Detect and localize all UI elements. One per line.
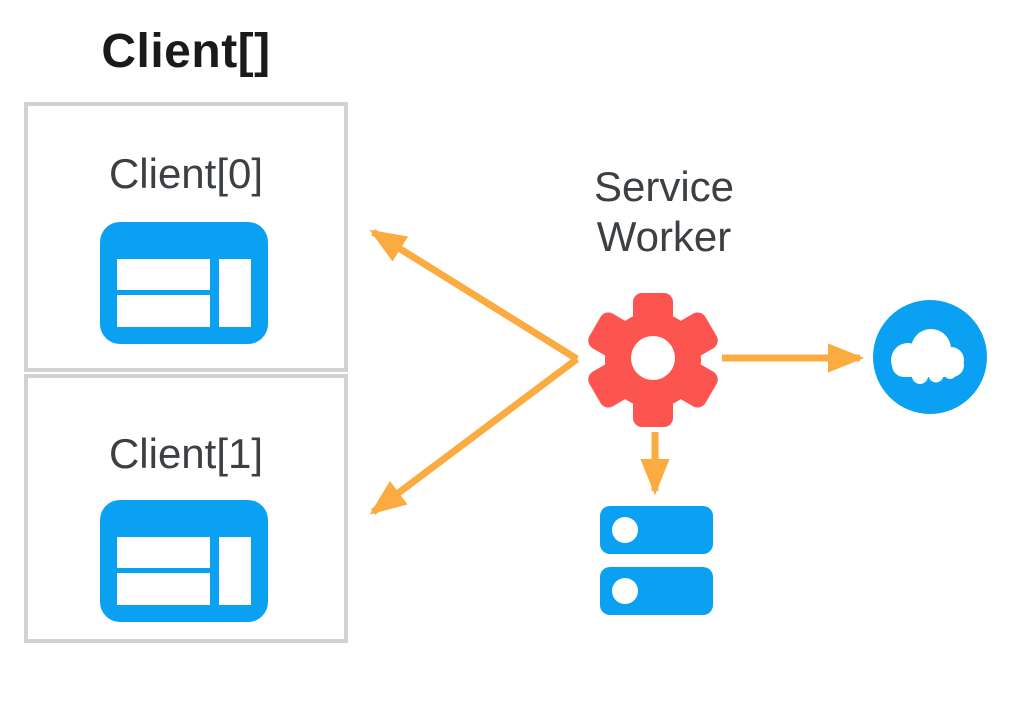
- server-indicator-dot: [612, 517, 638, 543]
- gear-icon: [588, 293, 718, 427]
- browser-sidebar-bar: [219, 537, 251, 605]
- browser-content-bar-top: [117, 537, 210, 568]
- service-worker-label: Service Worker: [564, 162, 764, 262]
- browser-content-bar-top: [117, 259, 210, 290]
- client-1-box: Client[1]: [24, 374, 348, 643]
- browser-content-bar-bottom: [117, 573, 210, 605]
- client-0-label: Client[0]: [108, 150, 264, 197]
- server-unit: [600, 506, 713, 554]
- cloud-icon: [873, 300, 987, 414]
- browser-sidebar-bar: [219, 259, 251, 327]
- browser-window-icon: [100, 500, 268, 622]
- server-indicator-dot: [612, 578, 638, 604]
- browser-content-bar-bottom: [117, 295, 210, 327]
- server-stack-icon: [600, 506, 713, 628]
- service-worker-label-line2: Worker: [596, 213, 732, 260]
- diagram-title: Client[]: [101, 25, 271, 78]
- server-unit: [600, 567, 713, 615]
- service-worker-label-line1: Service: [593, 163, 735, 210]
- browser-window-icon: [100, 222, 268, 344]
- client-0-box: Client[0]: [24, 102, 348, 372]
- gear-to-client0-arrow: [369, 229, 579, 362]
- client-1-label: Client[1]: [108, 430, 264, 477]
- gear-to-client1-arrow: [369, 356, 580, 515]
